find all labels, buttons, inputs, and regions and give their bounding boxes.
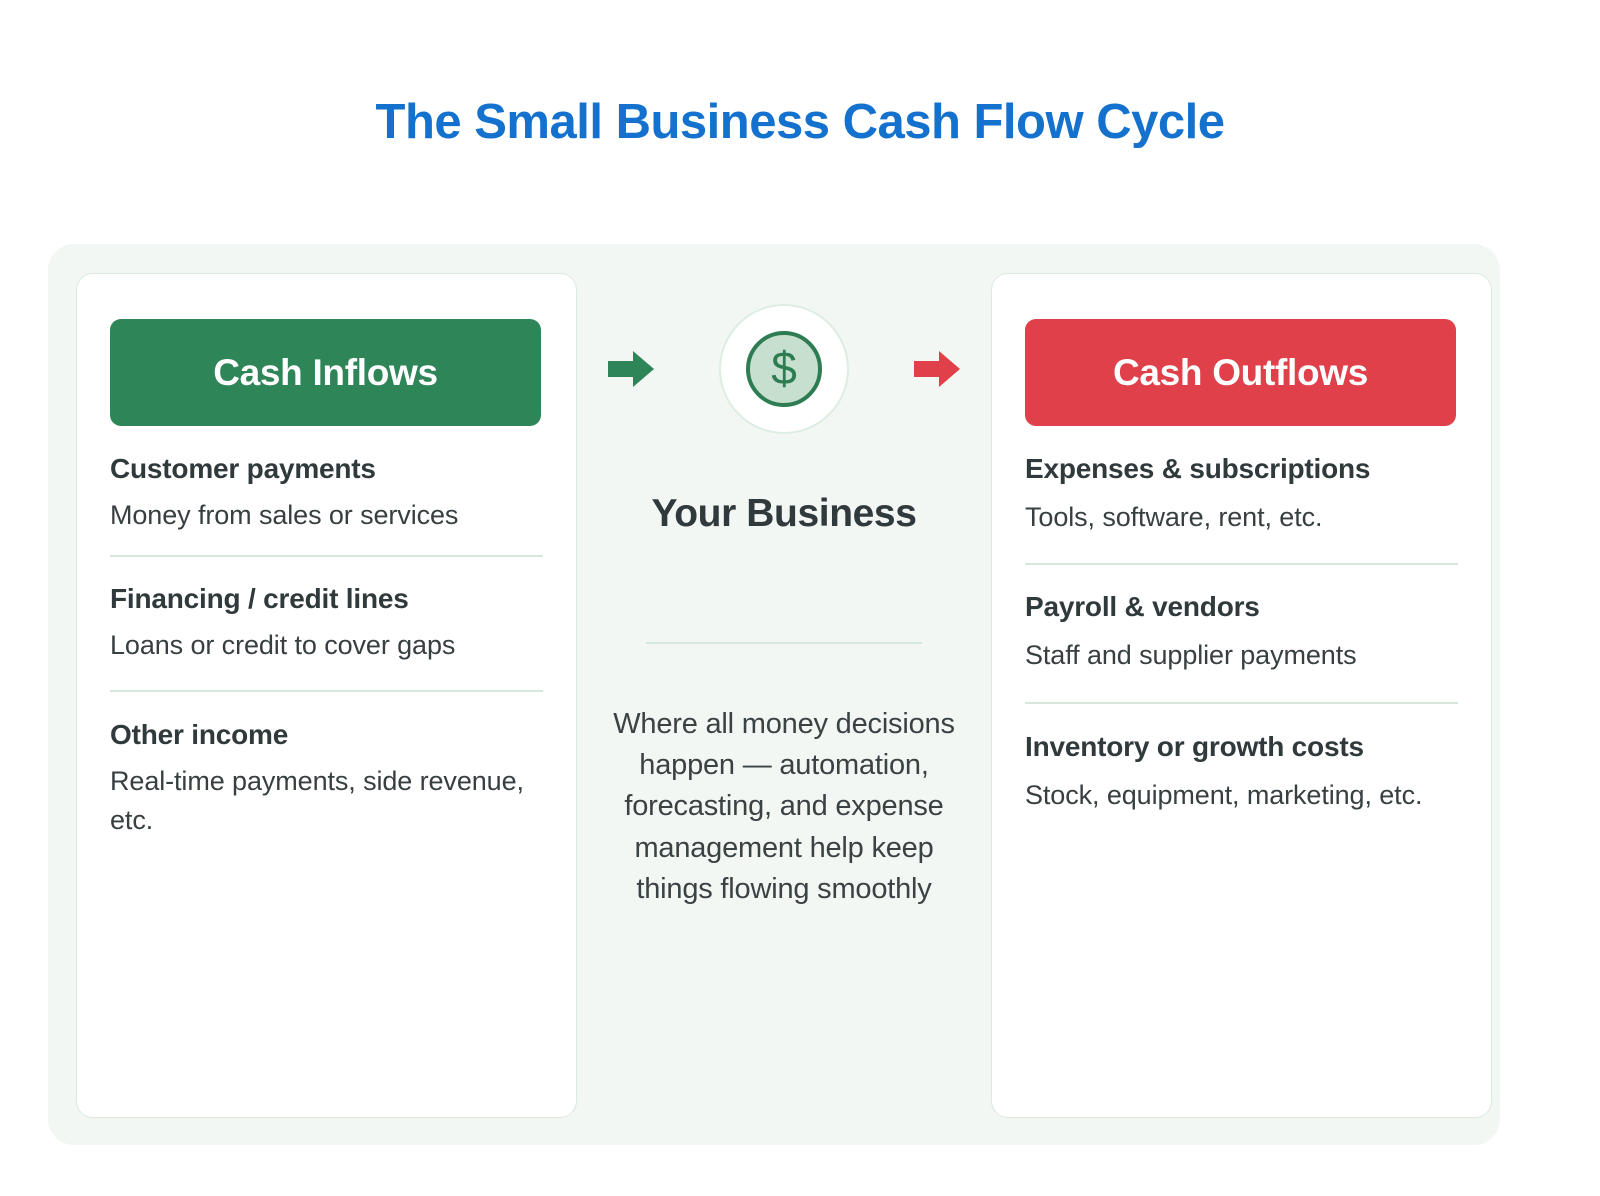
dollar-coin-inner: $ <box>746 331 822 407</box>
list-item: Customer payments Money from sales or se… <box>110 451 543 555</box>
your-business-title: Your Business <box>651 492 917 535</box>
list-item-title: Financing / credit lines <box>110 583 409 615</box>
list-item: Other income Real-time payments, side re… <box>110 689 543 841</box>
arrow-right-green-icon <box>608 349 654 389</box>
list-item-desc: Stock, equipment, marketing, etc. <box>1025 779 1423 810</box>
list-item-desc: Money from sales or services <box>110 499 459 530</box>
cash-outflows-header: Cash Outflows <box>1025 319 1456 426</box>
list-item-title: Other income <box>110 718 289 750</box>
flow-indicator-row: $ <box>608 303 960 435</box>
cash-outflows-list: Expenses & subscriptions Tools, software… <box>992 451 1491 815</box>
cash-inflows-header-label: Cash Inflows <box>213 351 438 393</box>
cash-inflows-card: Cash Inflows Customer payments Money fro… <box>76 273 577 1118</box>
list-item: Payroll & vendors Staff and supplier pay… <box>1025 563 1458 701</box>
list-item: Inventory or growth costs Stock, equipme… <box>1025 701 1458 815</box>
cash-outflows-header-label: Cash Outflows <box>1112 351 1369 393</box>
list-item-title: Payroll & vendors <box>1025 591 1260 623</box>
list-item-desc: Tools, software, rent, etc. <box>1025 501 1323 532</box>
list-item-desc: Real-time payments, side revenue, etc. <box>110 765 524 836</box>
page-title: The Small Business Cash Flow Cycle <box>375 95 1225 149</box>
list-item: Expenses & subscriptions Tools, software… <box>1025 451 1458 563</box>
your-business-column: $ Your Business Where all money decision… <box>608 273 960 1118</box>
dollar-coin-icon: $ <box>719 304 849 434</box>
list-item: Financing / credit lines Loans or credit… <box>110 555 543 689</box>
cash-inflows-header: Cash Inflows <box>110 319 541 426</box>
cash-flow-panel: Cash Inflows Customer payments Money fro… <box>48 244 1500 1145</box>
dollar-sign-glyph: $ <box>771 342 797 394</box>
list-item-title: Customer payments <box>110 453 376 484</box>
cash-inflows-list: Customer payments Money from sales or se… <box>77 451 576 840</box>
list-item-desc: Loans or credit to cover gaps <box>110 630 456 661</box>
list-item-title: Inventory or growth costs <box>1025 730 1364 762</box>
cash-outflows-card: Cash Outflows Expenses & subscriptions T… <box>991 273 1492 1118</box>
center-divider <box>646 642 922 644</box>
your-business-description: Where all money decisions happen — autom… <box>613 708 955 905</box>
arrow-right-red-icon <box>914 349 960 389</box>
list-item-title: Expenses & subscriptions <box>1025 453 1371 484</box>
list-item-desc: Staff and supplier payments <box>1025 640 1357 671</box>
